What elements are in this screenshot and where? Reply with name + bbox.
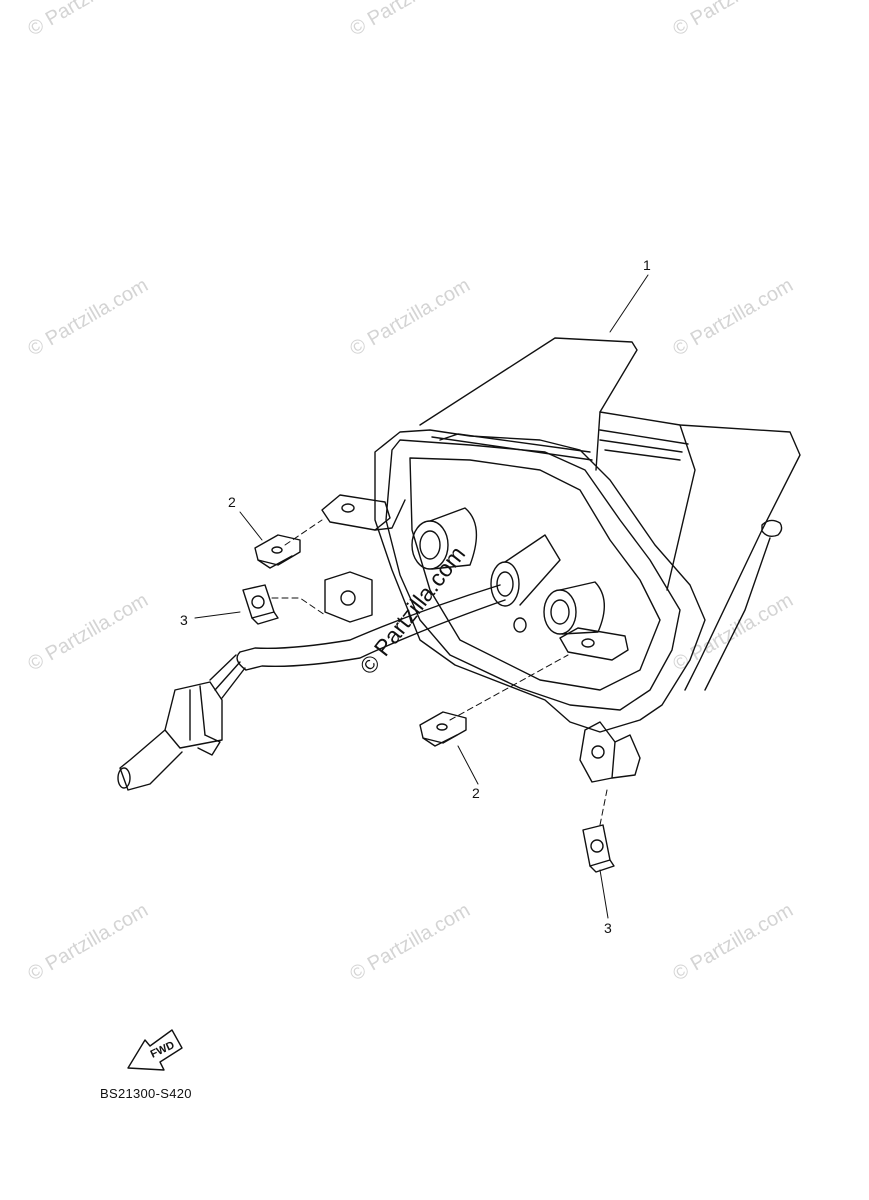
callout-2-lower: 2 [472, 785, 480, 801]
tail-light-lens [419, 337, 801, 691]
callout-2-upper: 2 [228, 494, 236, 510]
wire-harness [209, 584, 506, 699]
tail-light-housing [374, 429, 706, 783]
leader-lines [194, 274, 649, 919]
bulb-sockets [411, 507, 605, 635]
callout-3-upper: 3 [180, 612, 188, 628]
clip-nut-upper [254, 534, 301, 569]
fwd-arrow-icon [127, 1029, 183, 1071]
wire-connector [117, 681, 223, 791]
callout-1: 1 [643, 257, 651, 273]
nut-lower [582, 824, 615, 873]
callout-3-lower: 3 [604, 920, 612, 936]
nut-upper [242, 584, 279, 625]
diagram-code: BS21300-S420 [100, 1086, 192, 1101]
clip-nut-lower [419, 711, 467, 747]
mounting-tabs [321, 494, 629, 661]
